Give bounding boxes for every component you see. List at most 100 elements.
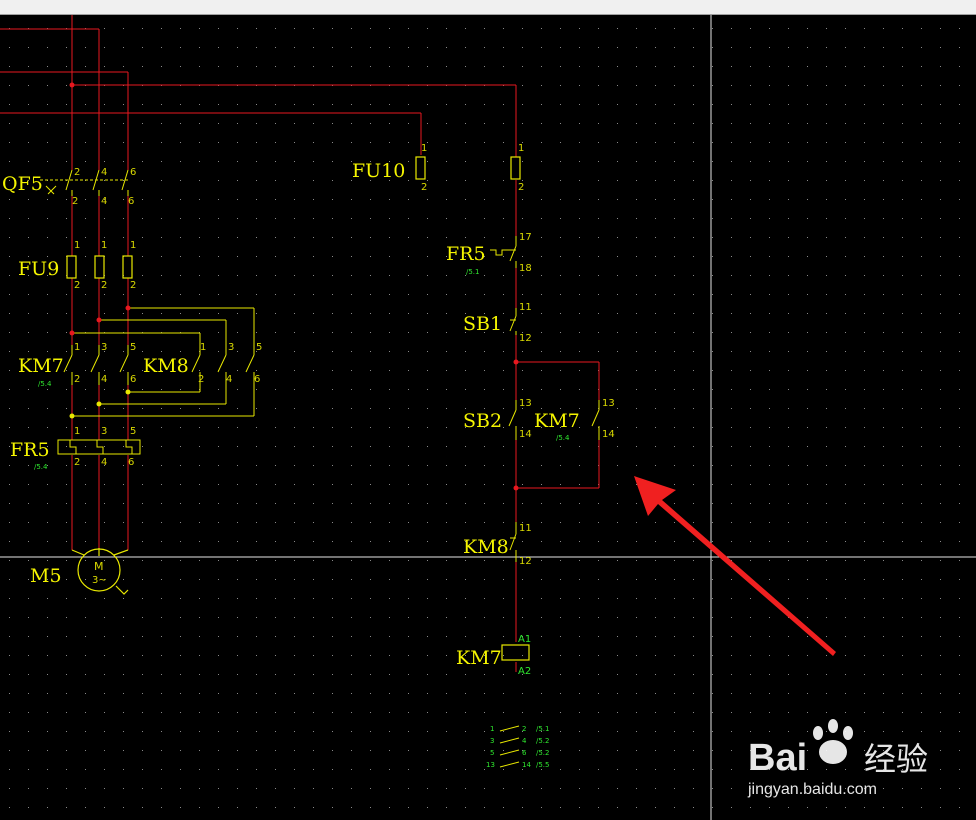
svg-text:2: 2 — [74, 167, 80, 178]
svg-text:5: 5 — [256, 342, 262, 353]
annotation-arrow — [634, 476, 836, 656]
sb2-symbol — [508, 400, 517, 440]
svg-text:5: 5 — [130, 426, 136, 437]
svg-text:4: 4 — [101, 374, 107, 385]
svg-text:1: 1 — [200, 342, 206, 353]
svg-text:14: 14 — [519, 429, 532, 440]
svg-text:/5.1: /5.1 — [466, 268, 480, 276]
svg-text:12: 12 — [519, 556, 532, 567]
svg-text:1: 1 — [74, 240, 80, 251]
contact-table: 1 2 /5.1 3 4 /5.2 5 6 /5.2 13 14 /5.5 — [486, 725, 550, 769]
svg-text:6: 6 — [522, 749, 527, 757]
svg-text:3: 3 — [228, 342, 234, 353]
svg-text:M: M — [94, 560, 104, 573]
svg-text:6: 6 — [128, 196, 134, 207]
svg-text:/5.4: /5.4 — [556, 434, 570, 442]
svg-text:A1: A1 — [518, 634, 531, 645]
sb2-label: SB2 — [463, 410, 502, 432]
svg-text:2: 2 — [74, 374, 80, 385]
contactor-km8-label: KM8 — [143, 355, 189, 377]
svg-text:1: 1 — [101, 240, 107, 251]
svg-text:6: 6 — [128, 457, 134, 468]
fuse-fu9-label: FU9 — [18, 258, 59, 280]
motor-m5-symbol — [71, 548, 129, 595]
paw-icon — [813, 719, 853, 764]
km8-interlock-label: KM8 — [463, 536, 509, 558]
fr5-contact-symbol — [490, 236, 517, 268]
svg-text:13: 13 — [486, 761, 495, 769]
svg-text:6: 6 — [254, 374, 260, 385]
svg-text:14: 14 — [602, 429, 615, 440]
power-wires — [0, 15, 516, 550]
svg-text:3~: 3~ — [92, 575, 107, 586]
svg-text:/5.5: /5.5 — [536, 761, 550, 769]
sb1-symbol — [509, 308, 517, 335]
svg-text:13: 13 — [602, 398, 615, 409]
svg-text:3: 3 — [490, 737, 494, 745]
svg-text:/5.2: /5.2 — [536, 749, 550, 757]
coil-label: KM7 — [456, 647, 502, 669]
svg-text:2: 2 — [421, 182, 427, 193]
svg-text:Bai: Bai — [748, 737, 807, 779]
svg-text:4: 4 — [101, 457, 107, 468]
fr5-contact-label: FR5 — [446, 243, 486, 265]
contactor-km7-label: KM7 — [18, 355, 64, 377]
svg-text:2: 2 — [130, 280, 136, 291]
svg-text:3: 3 — [101, 426, 107, 437]
window-top-bar — [0, 0, 976, 15]
svg-text:2: 2 — [522, 725, 526, 733]
grid — [0, 15, 976, 820]
svg-text:2: 2 — [101, 280, 107, 291]
svg-text:1: 1 — [518, 143, 524, 154]
svg-text:1: 1 — [74, 426, 80, 437]
svg-text:1: 1 — [421, 143, 427, 154]
svg-text:11: 11 — [519, 523, 532, 534]
fuse-right-symbol — [510, 156, 521, 180]
svg-text:4: 4 — [522, 737, 527, 745]
svg-text:6: 6 — [130, 167, 136, 178]
svg-text:3: 3 — [101, 342, 107, 353]
svg-text:2: 2 — [74, 457, 80, 468]
svg-text:2: 2 — [198, 374, 204, 385]
svg-text:12: 12 — [519, 333, 532, 344]
fuse-fu9-symbols — [66, 255, 133, 279]
fuse-fu10-symbol — [415, 156, 426, 180]
svg-text:jingyan.baidu.com: jingyan.baidu.com — [747, 781, 877, 798]
svg-text:/5.4: /5.4 — [38, 380, 52, 388]
contactor-km7-symbol — [63, 345, 129, 385]
svg-text:5: 5 — [490, 749, 494, 757]
coil-km7-symbol — [501, 644, 530, 661]
svg-text:18: 18 — [519, 263, 532, 274]
km7-hold-symbol — [591, 400, 600, 440]
svg-text:2: 2 — [72, 196, 78, 207]
svg-text:2: 2 — [74, 280, 80, 291]
svg-text:4: 4 — [226, 374, 232, 385]
breaker-label: QF5 — [2, 173, 43, 195]
svg-text:/5.1: /5.1 — [536, 725, 550, 733]
km8-crossover-wires — [72, 307, 255, 417]
svg-text:1: 1 — [130, 240, 136, 251]
svg-text:/5.2: /5.2 — [536, 737, 550, 745]
control-wires — [515, 85, 600, 672]
contactor-km8-symbol — [191, 345, 255, 385]
svg-text:经验: 经验 — [864, 741, 928, 777]
overload-fr5-label: FR5 — [10, 439, 50, 461]
svg-text:14: 14 — [522, 761, 531, 769]
overload-fr5-symbol — [57, 439, 141, 455]
fuse-fu10-label: FU10 — [352, 160, 405, 182]
km8-interlock-symbol — [509, 522, 517, 562]
svg-text:4: 4 — [101, 196, 107, 207]
svg-text:1: 1 — [74, 342, 80, 353]
svg-text:2: 2 — [518, 182, 524, 193]
sb1-label: SB1 — [463, 313, 502, 335]
svg-text:13: 13 — [519, 398, 532, 409]
breaker-qf5-symbol — [40, 169, 129, 196]
motor-label: M5 — [30, 565, 62, 587]
svg-text:4: 4 — [101, 167, 107, 178]
svg-text:5: 5 — [130, 342, 136, 353]
svg-text:17: 17 — [519, 232, 532, 243]
svg-text:A2: A2 — [518, 666, 531, 677]
junction-dots — [69, 82, 519, 491]
